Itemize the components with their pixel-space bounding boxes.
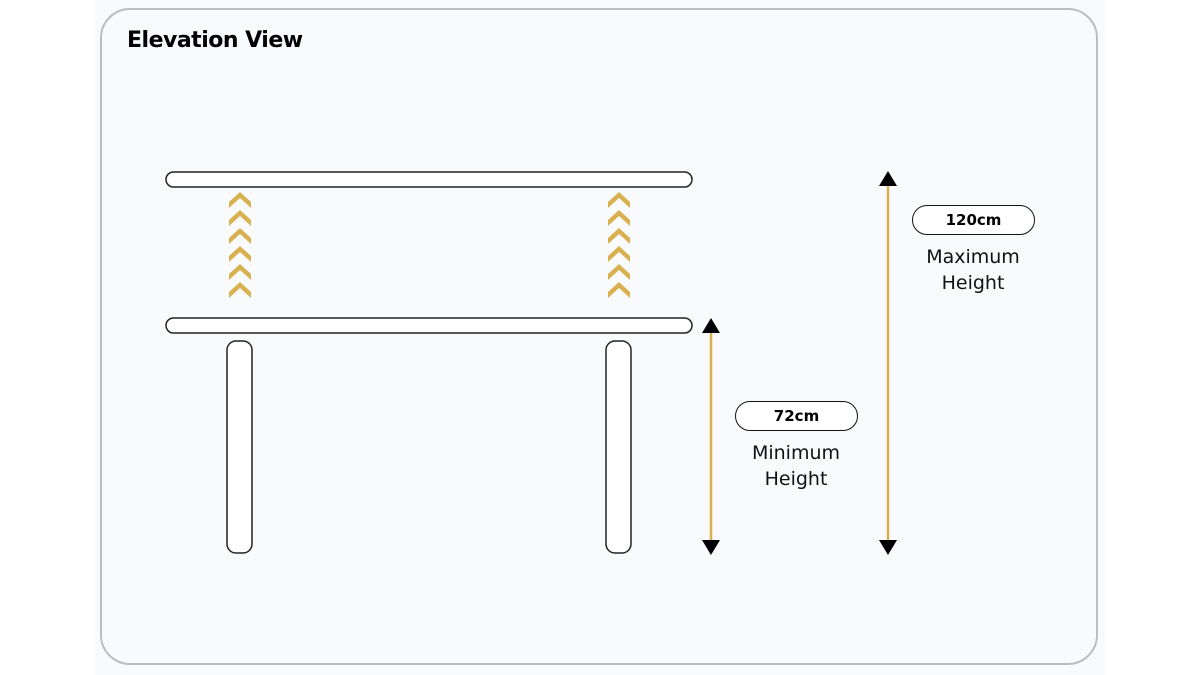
double-chevron-up-icon [608, 282, 630, 298]
double-chevron-up-icon [608, 246, 630, 262]
diagram-frame [100, 8, 1098, 665]
double-chevron-up-icon [229, 282, 251, 298]
max-height-caption: Maximum Height [900, 244, 1046, 296]
min-height-caption-line1: Minimum [751, 442, 841, 464]
tabletop-raised [165, 171, 693, 188]
table-leg-left [226, 340, 253, 554]
diagram-canvas [95, 0, 1105, 675]
double-chevron-up-icon [608, 264, 630, 280]
max-height-badge: 120cm [912, 205, 1035, 235]
min-height-caption: Minimum Height [723, 440, 869, 492]
max-height-dimension [879, 171, 897, 555]
double-chevron-up-icon [229, 228, 251, 244]
arrow-down-icon [702, 540, 720, 555]
double-chevron-up-icon [229, 264, 251, 280]
arrow-up-icon [879, 171, 897, 186]
double-chevron-up-icon [608, 192, 630, 208]
min-height-dimension [702, 318, 720, 555]
double-chevron-up-icon [229, 210, 251, 226]
double-chevron-up-icon [229, 192, 251, 208]
max-height-caption-line2: Height [941, 272, 1005, 294]
arrow-down-icon [879, 540, 897, 555]
double-chevron-up-icon [229, 246, 251, 262]
double-chevron-up-icon [608, 210, 630, 226]
lift-chevrons-left [229, 192, 251, 298]
double-chevron-up-icon [608, 228, 630, 244]
tabletop-lowered [165, 317, 693, 334]
diagram-title: Elevation View [127, 28, 303, 53]
lift-chevrons-right [608, 192, 630, 298]
max-height-caption-line1: Maximum [926, 246, 1020, 268]
arrow-up-icon [702, 318, 720, 333]
min-height-badge: 72cm [735, 401, 858, 431]
min-height-caption-line2: Height [764, 468, 828, 490]
table-leg-right [605, 340, 632, 554]
